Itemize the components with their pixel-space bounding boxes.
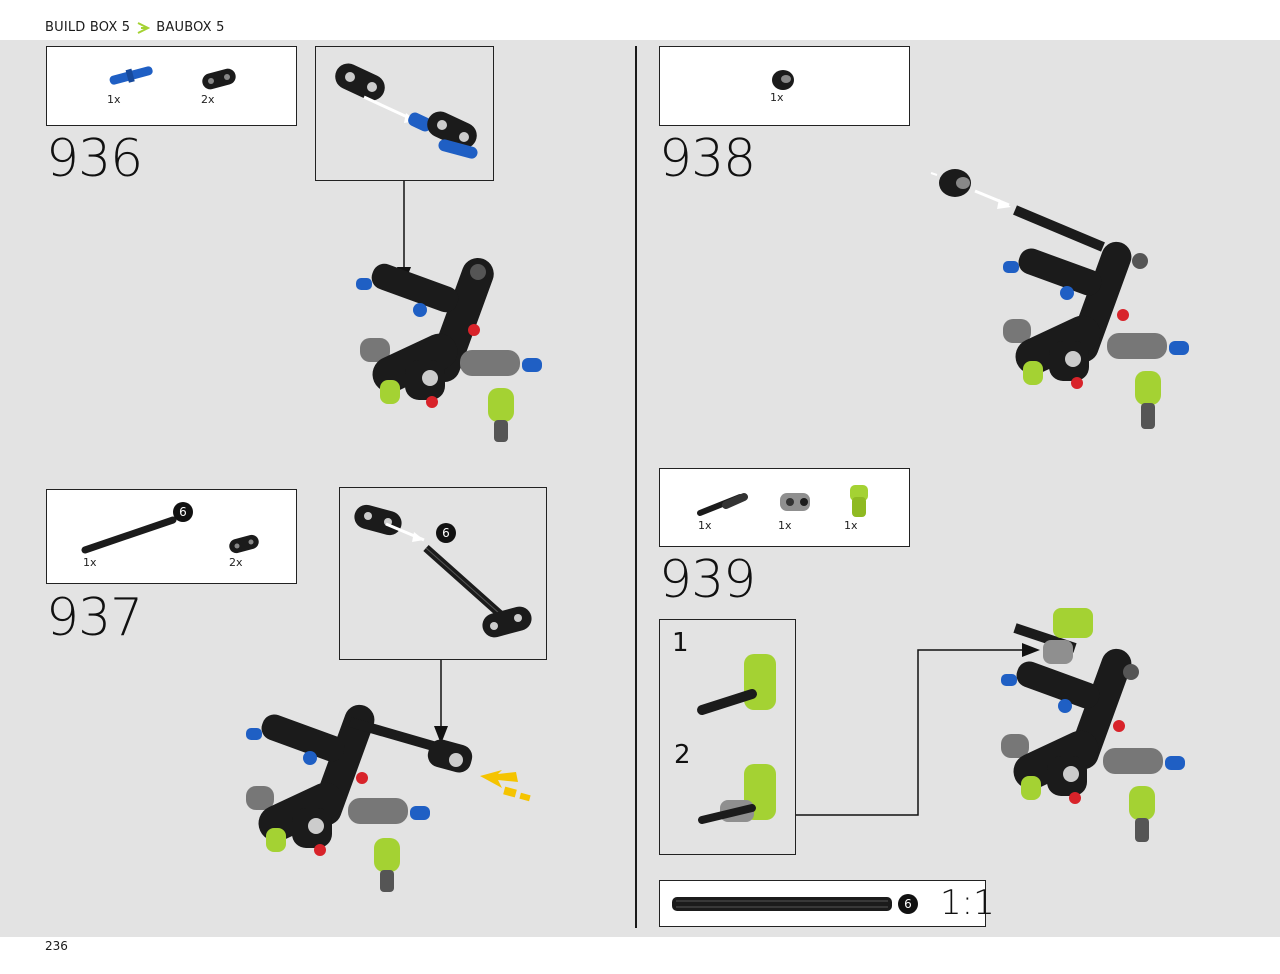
qty-label: 1x <box>698 519 712 532</box>
chevron-right-icon <box>137 21 151 34</box>
step-number: 937 <box>46 588 143 648</box>
parts-list-936: 1x 2x <box>46 46 297 126</box>
page-header <box>0 0 1280 40</box>
substep-number: 1 <box>672 628 689 658</box>
model-assembly-939 <box>1001 608 1185 842</box>
connector-on-pin-illustration <box>335 63 478 159</box>
qty-label: 1x <box>778 519 792 532</box>
breadcrumb-baubox: BAUBOX 5 <box>156 20 225 35</box>
beams-on-axle-illustration <box>354 504 532 638</box>
black-axle-pin-icon <box>697 493 748 516</box>
step-number: 936 <box>46 129 143 189</box>
parts-list-939: 1x 1x 1x <box>659 468 910 547</box>
lime-connector-icon <box>850 485 868 517</box>
qty-label: 1x <box>107 93 121 106</box>
substep-number: 2 <box>674 740 691 770</box>
qty-label: 2x <box>201 93 215 106</box>
length-badge: 6 <box>436 523 456 543</box>
gray-cross-block-icon <box>780 493 810 511</box>
length-badge: 6 <box>898 894 918 914</box>
black-bush-icon <box>772 70 794 90</box>
qty-label: 1x <box>83 556 97 569</box>
connector-line-arrow-icon <box>796 643 1040 816</box>
callout-936 <box>315 46 494 181</box>
parts-list-938: 1x <box>659 46 910 126</box>
model-assembly-936 <box>356 257 542 442</box>
page-footer <box>0 937 1280 974</box>
scale-label: 1:1 <box>940 883 995 923</box>
black-beam-icon <box>229 534 259 554</box>
page-divider <box>635 46 637 928</box>
black-axle-icon <box>81 516 177 554</box>
arrow-down-icon <box>434 660 448 744</box>
axle-1to1-icon <box>672 897 892 911</box>
page-number: 236 <box>45 939 68 953</box>
black-connector-icon <box>202 68 236 90</box>
model-assembly-938 <box>930 169 1189 429</box>
breadcrumb-build-box: BUILD BOX 5 <box>45 20 131 35</box>
model-assembly-937 <box>246 704 531 892</box>
substep-1-illustration <box>697 654 776 715</box>
scale-ruler-box: 6 1:1 <box>659 880 995 927</box>
length-badge: 6 <box>173 502 193 522</box>
substep-callout-939: 1 2 <box>659 619 796 855</box>
breadcrumb: BUILD BOX 5 BAUBOX 5 <box>45 20 225 35</box>
qty-label: 1x <box>844 519 858 532</box>
qty-label: 1x <box>770 91 784 104</box>
step-number: 939 <box>659 550 756 610</box>
substep-2-illustration <box>698 764 776 824</box>
blue-pin-icon <box>109 66 153 85</box>
step-number: 938 <box>659 129 756 189</box>
parts-list-937: 6 1x 2x <box>46 489 297 584</box>
qty-label: 2x <box>229 556 243 569</box>
callout-937: 6 <box>339 487 547 660</box>
